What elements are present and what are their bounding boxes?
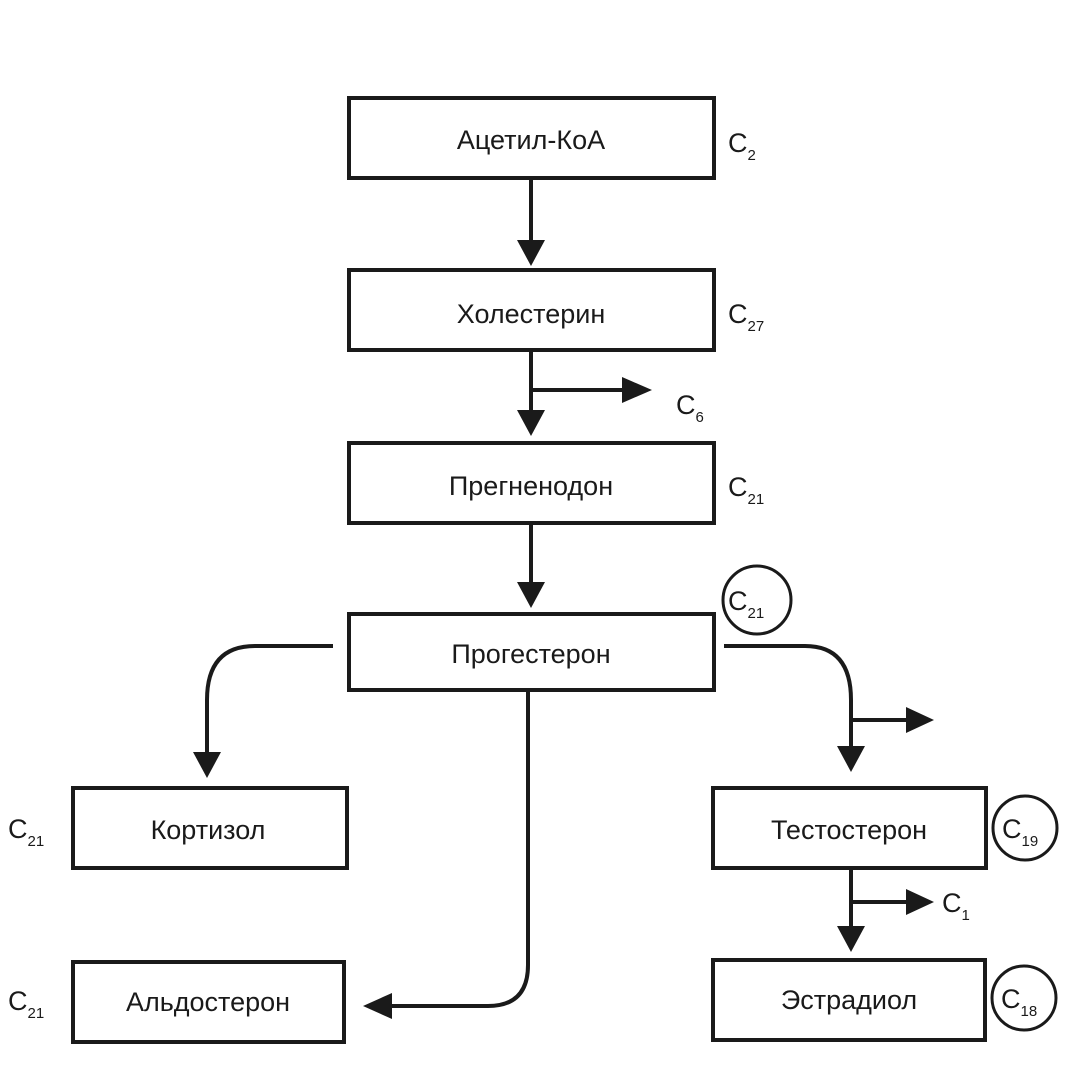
arrowhead-icon (906, 707, 934, 733)
edge-progesterone-to-testosterone (724, 644, 853, 752)
node-testosterone: Тестостерон C19 (711, 786, 1059, 870)
carbon-count: C21 (8, 986, 44, 1022)
carbon-count: C19 (1002, 814, 1038, 850)
node-label: Прогестерон (451, 639, 610, 669)
edge-progesterone-to-cortisol (205, 644, 333, 758)
node-acetyl-coa: Ацетил-КоА C2 (347, 96, 756, 180)
node-aldosterone: Альдостерон C21 (8, 960, 346, 1044)
node-label: Эстрадиол (781, 985, 917, 1015)
carbon-count: C21 (728, 586, 764, 622)
arrowhead-icon (837, 746, 865, 772)
node-label: Альдостерон (126, 987, 290, 1017)
carbon-count: C18 (1001, 984, 1037, 1020)
node-progesterone: Прогестерон C21 (347, 564, 793, 692)
arrowhead-icon (363, 993, 392, 1019)
edge-progesterone-to-aldosterone (385, 690, 530, 1008)
side-product-labels: C6 C1 (676, 390, 970, 924)
node-label: Прегненодон (449, 471, 613, 501)
arrowhead-icon (517, 582, 545, 608)
node-pregnenolone: Прегненодон C21 (347, 441, 764, 525)
node-label: Холестерин (457, 299, 606, 329)
arrowhead-icon (622, 377, 652, 403)
side-product-c6: C6 (676, 390, 704, 426)
arrowhead-icon (837, 926, 865, 952)
node-label: Кортизол (151, 815, 266, 845)
arrowhead-icon (517, 410, 545, 436)
carbon-circle (721, 564, 793, 636)
carbon-circle (990, 964, 1058, 1032)
carbon-count: C2 (728, 128, 756, 164)
carbon-count: C21 (728, 472, 764, 508)
node-label: Ацетил-КоА (457, 125, 605, 155)
edges (193, 180, 934, 1019)
node-label: Тестостерон (771, 815, 927, 845)
arrowhead-icon (906, 889, 934, 915)
node-cholesterol: Холестерин C27 (347, 268, 764, 352)
carbon-circle (991, 794, 1059, 862)
carbon-count: C21 (8, 814, 44, 850)
carbon-count: C27 (728, 299, 764, 335)
arrowhead-icon (517, 240, 545, 266)
side-product-c1: C1 (942, 888, 970, 924)
node-cortisol: Кортизол C21 (8, 786, 349, 870)
arrowhead-icon (193, 752, 221, 778)
node-estradiol: Эстрадиол C18 (711, 958, 1058, 1042)
